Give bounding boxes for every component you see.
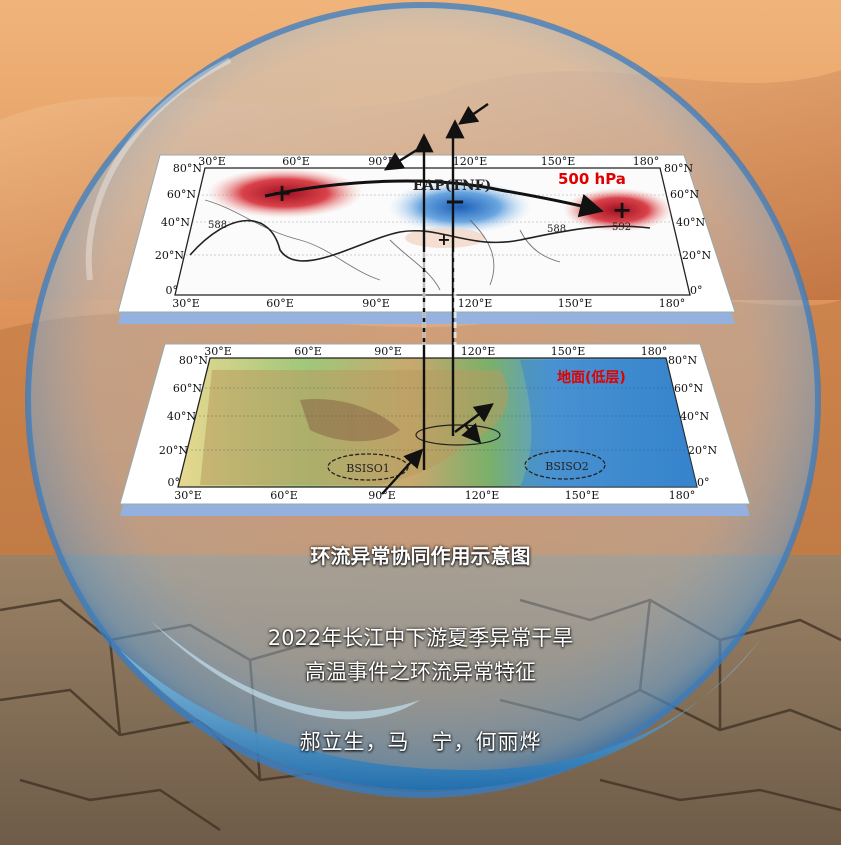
svg-text:120°E: 120°E [458, 297, 493, 310]
svg-text:60°N: 60°N [674, 382, 703, 395]
svg-text:20°N: 20°N [159, 444, 188, 457]
svg-text:150°E: 150°E [558, 297, 593, 310]
svg-text:180°: 180° [669, 489, 696, 502]
bubble-highlight [85, 57, 232, 281]
coupling-arrows [381, 103, 494, 495]
svg-text:30°E: 30°E [204, 345, 232, 358]
anomaly-sign: + [437, 230, 450, 249]
svg-text:40°N: 40°N [167, 410, 196, 423]
svg-text:40°N: 40°N [680, 410, 709, 423]
lower-left-ticks: 80°N 60°N 40°N 20°N 0° [159, 354, 208, 489]
svg-text:20°N: 20°N [682, 249, 711, 262]
upper-right-ticks: 80°N 60°N 40°N 20°N 0° [664, 162, 711, 297]
lower-map-panel: BSISO1 BSISO2 地面(低层) 30°E 60°E 90°E 120°… [119, 343, 751, 516]
svg-text:80°N: 80°N [173, 162, 202, 175]
lower-bottom-ticks: 30°E 60°E 90°E 120°E 150°E 180° [174, 489, 695, 502]
contour-label: 588 [208, 220, 227, 231]
water-splash [150, 620, 420, 720]
svg-text:30°E: 30°E [172, 297, 200, 310]
svg-text:80°N: 80°N [179, 354, 208, 367]
contour-label: 588 [547, 224, 566, 235]
svg-text:150°E: 150°E [551, 345, 586, 358]
bsiso-label: BSISO2 [545, 460, 589, 473]
layer-label-surface: 地面(低层) [557, 369, 626, 386]
svg-text:120°E: 120°E [465, 489, 500, 502]
svg-text:60°E: 60°E [294, 345, 322, 358]
bsiso-label: BSISO1 [346, 462, 390, 475]
svg-text:0°: 0° [690, 284, 703, 297]
svg-text:90°E: 90°E [374, 345, 402, 358]
svg-text:60°E: 60°E [270, 489, 298, 502]
eap-wave-arrow [264, 179, 604, 218]
svg-text:60°E: 60°E [282, 155, 310, 168]
svg-text:180°: 180° [633, 155, 660, 168]
svg-text:60°N: 60°N [670, 188, 699, 201]
svg-text:30°E: 30°E [174, 489, 202, 502]
svg-text:90°E: 90°E [362, 297, 390, 310]
water-splash [120, 640, 760, 790]
layer-label-500hpa: 500 hPa [558, 170, 626, 188]
upper-bottom-ticks: 30°E 60°E 90°E 120°E 150°E 180° [172, 297, 685, 310]
svg-text:80°N: 80°N [668, 354, 697, 367]
svg-text:40°N: 40°N [161, 216, 190, 229]
upper-top-ticks: 30°E 60°E 90°E 120°E 150°E 180° [198, 155, 659, 168]
coastlines [204, 199, 561, 291]
svg-text:30°E: 30°E [198, 155, 226, 168]
contour-label: 592 [612, 222, 631, 233]
svg-text:120°E: 120°E [453, 155, 488, 168]
upper-left-ticks: 80°N 60°N 40°N 20°N 0° [155, 162, 202, 297]
svg-text:90°E: 90°E [368, 489, 396, 502]
svg-text:40°N: 40°N [676, 216, 705, 229]
svg-text:180°: 180° [659, 297, 686, 310]
svg-text:60°N: 60°N [167, 188, 196, 201]
anomaly-sign: + [612, 196, 632, 224]
svg-text:20°N: 20°N [155, 249, 184, 262]
article-authors: 郝立生，马 宁，何丽烨 [299, 730, 542, 754]
svg-text:80°N: 80°N [664, 162, 693, 175]
svg-text:60°N: 60°N [173, 382, 202, 395]
svg-text:150°E: 150°E [565, 489, 600, 502]
article-title-line-1: 2022年长江中下游夏季异常干旱 [267, 626, 574, 650]
svg-text:60°E: 60°E [266, 297, 294, 310]
tibet-plateau [300, 399, 400, 442]
figure-caption: 环流异常协同作用示意图 [310, 544, 531, 568]
svg-text:20°N: 20°N [688, 444, 717, 457]
yangtze-region [415, 424, 501, 446]
svg-text:0°: 0° [697, 476, 710, 489]
svg-text:0°: 0° [168, 476, 181, 489]
svg-text:0°: 0° [166, 284, 179, 297]
anomaly-sign: − [444, 187, 466, 217]
lower-right-ticks: 80°N 60°N 40°N 20°N 0° [668, 354, 717, 489]
upper-map-panel: + − + + EAP(TNF) 588 588 592 500 hPa 30°… [117, 154, 736, 324]
bsiso2-region [524, 450, 606, 480]
article-title-line-2: 高温事件之环流异常特征 [305, 660, 536, 684]
svg-text:150°E: 150°E [541, 155, 576, 168]
pacific-ocean [520, 360, 697, 487]
svg-text:120°E: 120°E [461, 345, 496, 358]
contour-588 [189, 219, 651, 262]
svg-text:180°: 180° [641, 345, 668, 358]
anomaly-sign: + [272, 179, 292, 207]
lower-top-ticks: 30°E 60°E 90°E 120°E 150°E 180° [204, 345, 667, 358]
